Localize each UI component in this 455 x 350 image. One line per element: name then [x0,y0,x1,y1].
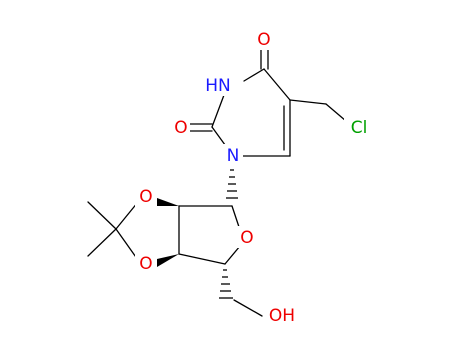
svg-text:N: N [227,146,240,166]
wedge-bond-c3prime-o [157,254,179,267]
bond-o-c-isopropylidene-top [115,201,139,230]
hashed-bond-c4prime-c5prime [219,269,233,299]
bond-layer [87,47,347,317]
atom-cl: Cl [344,116,374,138]
bond-methyl-upper [87,201,117,230]
svg-text:O: O [257,30,270,50]
atom-oh: OH [264,304,300,326]
atom-n-ring: N [223,144,243,166]
atom-nh: HN [201,74,235,96]
bond-c4-n3 [243,68,265,82]
atom-o-furanose: O [236,226,256,248]
svg-text:HN: HN [205,76,231,96]
svg-text:O: O [240,228,253,248]
svg-text:O: O [174,118,187,138]
bond-o4prime-c4prime [224,245,241,265]
atom-o-carbonyl-left: O [170,116,190,138]
svg-text:OH: OH [269,306,295,326]
bond-o-c-isopropylidene-bottom [115,228,139,261]
bond-ch2-oh [233,299,263,317]
atom-o-dioxolane-bottom: O [135,252,155,274]
svg-text:O: O [139,254,152,274]
bond-n3-c2 [211,94,225,128]
svg-text:O: O [139,187,152,207]
atom-o-dioxolane-top: O [135,186,155,208]
bond-c4-c5 [263,68,291,101]
wedge-bond-c2prime-o [157,198,179,206]
hashed-bond-n1-c1prime [226,169,238,199]
bond-c4prime-c3prime [178,253,226,265]
atom-o-carbonyl-top: O [255,28,275,50]
svg-text:Cl: Cl [351,118,368,138]
bond-c5-ch2 [289,99,327,105]
bond-ch2-cl [325,103,347,122]
bond-methyl-lower [87,228,117,257]
